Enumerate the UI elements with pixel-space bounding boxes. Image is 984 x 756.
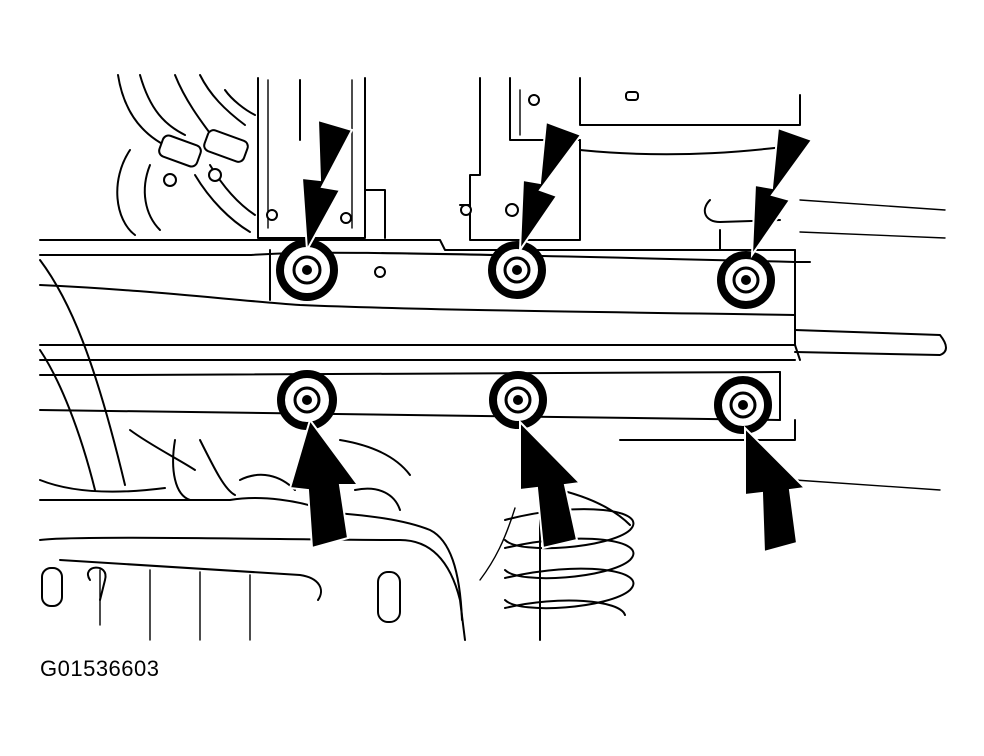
bolt-lower-right [714,376,772,434]
mid-components [172,439,941,526]
bolt-lower-center [489,371,547,429]
lower-cover [39,511,466,641]
bolt-upper-right [717,251,775,309]
bolt-upper-center [488,241,546,299]
figure-id-label: G01536603 [40,656,160,681]
arrow-icon [519,419,583,550]
arrow-icon [518,120,583,254]
frame-rail [39,239,811,421]
arrow-icon [300,118,354,254]
arrow-icon [744,425,808,554]
center-upper-bracket [459,77,801,241]
technical-line-drawing [39,74,947,641]
hose-assembly [116,74,256,236]
bolt-lower-left [277,370,337,430]
arrow-icon [288,417,360,550]
arrow-icon [750,126,814,259]
